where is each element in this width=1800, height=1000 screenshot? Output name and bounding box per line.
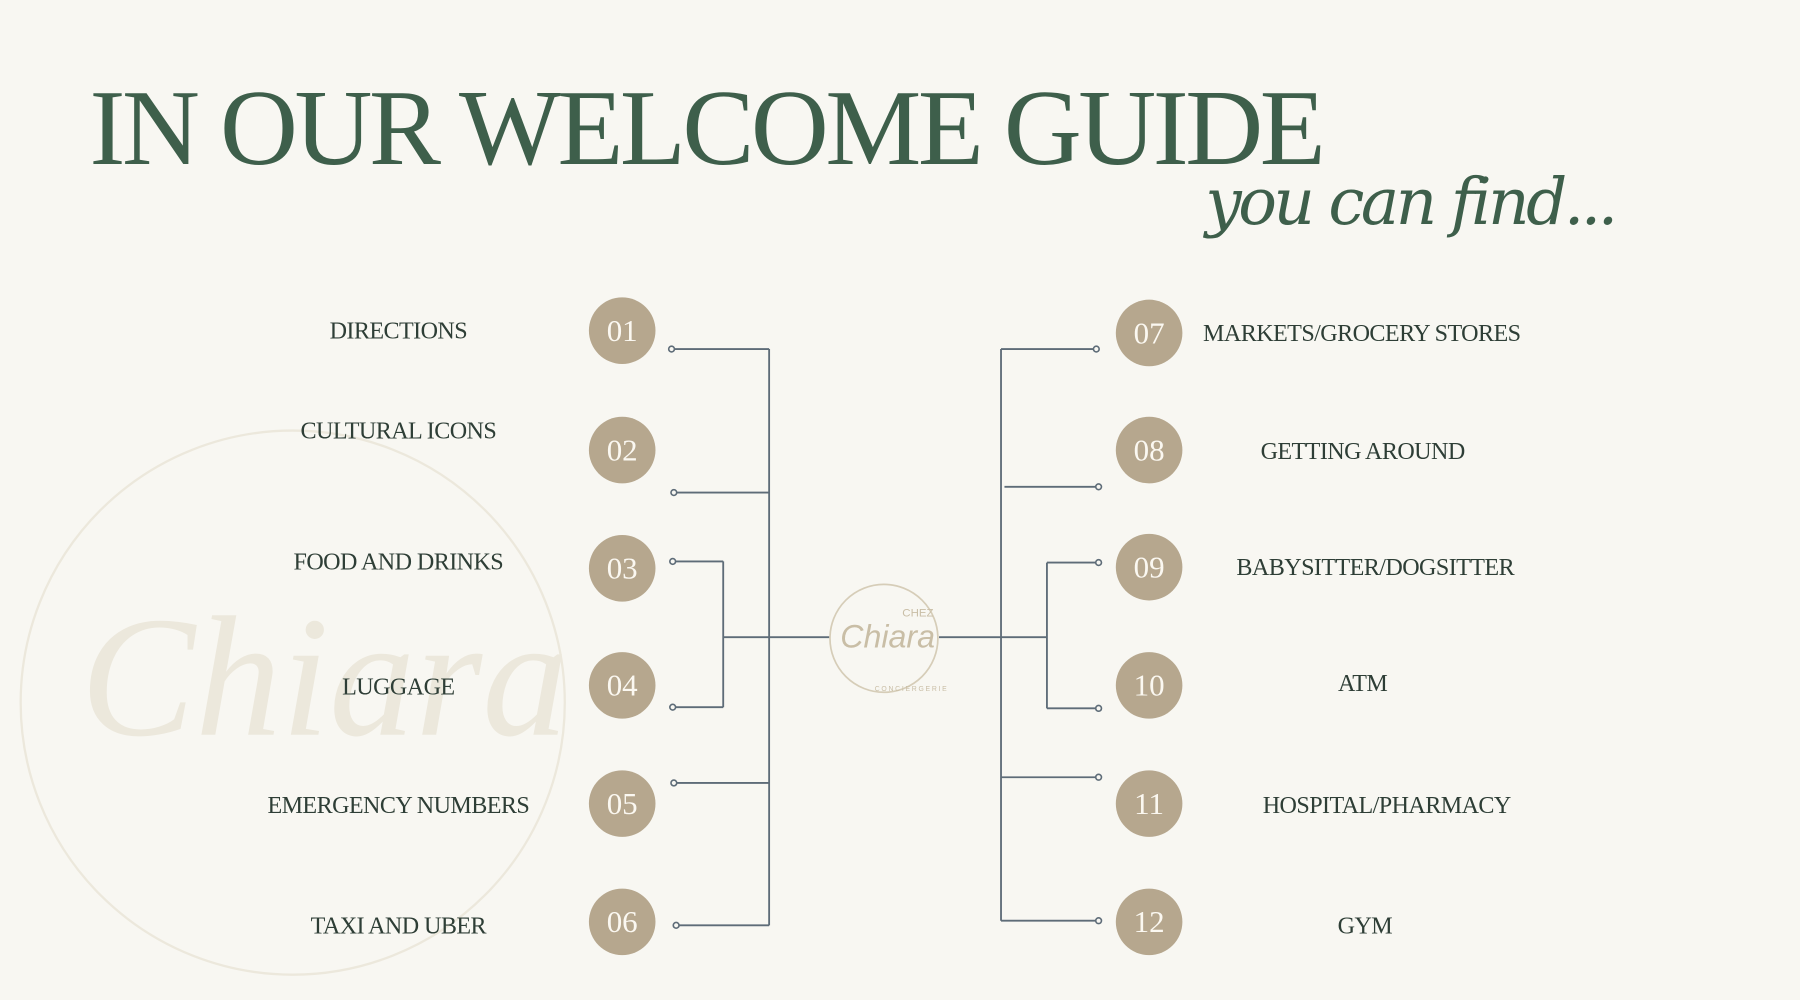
item-number: 06 — [607, 904, 638, 939]
left-items: DIRECTIONS 01 CULTURAL ICONS 02 FOOD AND D… — [267, 297, 656, 956]
guide-item-03: FOOD AND DRINKS 03 — [294, 535, 656, 602]
guide-item-11: 11 HOSPITAL/PHARMACY — [1115, 770, 1511, 837]
number-badge — [1115, 888, 1183, 956]
logo-name: Chiara — [840, 619, 935, 655]
item-label: HOSPITAL/PHARMACY — [1263, 793, 1511, 819]
item-number: 01 — [607, 313, 638, 348]
guide-item-02: CULTURAL ICONS 02 — [301, 416, 656, 484]
item-number: 05 — [607, 786, 638, 821]
item-label: GYM — [1338, 913, 1393, 939]
item-number: 02 — [607, 432, 638, 467]
watermark-logo: Chiara — [19, 429, 568, 976]
item-label: BABYSITTER/DOGSITTER — [1236, 555, 1515, 581]
item-number: 08 — [1134, 432, 1165, 467]
center-logo: CHEZ Chiara CONCIERGERIE — [829, 583, 949, 694]
page-title: IN OUR WELCOME GUIDE — [90, 69, 1323, 188]
item-number: 04 — [607, 668, 638, 703]
item-number: 10 — [1134, 668, 1165, 703]
item-number: 09 — [1134, 549, 1165, 584]
guide-item-05: EMERGENCY NUMBERS 05 — [267, 770, 656, 837]
guide-item-06: TAXI AND UBER 06 — [311, 888, 656, 956]
watermark-text: Chiara — [80, 583, 568, 773]
guide-item-01: DIRECTIONS 01 — [330, 297, 656, 364]
item-number: 03 — [607, 551, 638, 586]
right-items: 07 MARKETS/GROCERY STORES 08 GETTING AROUN… — [1115, 299, 1521, 956]
item-number: 07 — [1134, 315, 1165, 350]
item-label: TAXI AND UBER — [311, 913, 488, 939]
item-label: EMERGENCY NUMBERS — [267, 793, 529, 819]
page-subtitle: you can find... — [1202, 165, 1614, 240]
item-label: ATM — [1338, 671, 1387, 697]
item-number: 12 — [1134, 904, 1165, 939]
guide-item-09: 09 BABYSITTER/DOGSITTER — [1115, 533, 1516, 601]
item-label: LUGGAGE — [342, 675, 454, 701]
guide-item-12: 12 GYM — [1115, 888, 1393, 956]
number-badge — [1115, 299, 1183, 367]
number-badge — [1115, 652, 1183, 719]
connector-lines — [667, 345, 1103, 929]
number-badge — [588, 535, 656, 602]
item-label: GETTING AROUND — [1261, 439, 1465, 465]
number-badge — [588, 416, 656, 484]
number-badge — [1115, 533, 1183, 601]
number-badge — [1115, 416, 1183, 484]
number-badge — [588, 297, 656, 364]
guide-item-08: 08 GETTING AROUND — [1115, 416, 1465, 484]
logo-chez: CHEZ — [902, 608, 933, 620]
item-label: CULTURAL ICONS — [301, 419, 497, 445]
item-number: 11 — [1134, 786, 1164, 821]
guide-item-07: 07 MARKETS/GROCERY STORES — [1115, 299, 1521, 367]
item-label: MARKETS/GROCERY STORES — [1203, 321, 1520, 347]
number-badge — [588, 652, 656, 719]
item-label: FOOD AND DRINKS — [294, 549, 504, 575]
number-badge — [588, 770, 656, 837]
number-badge — [1115, 770, 1183, 837]
item-label: DIRECTIONS — [330, 319, 467, 345]
logo-conciergerie: CONCIERGERIE — [875, 686, 949, 693]
guide-item-04: LUGGAGE 04 — [342, 652, 656, 719]
guide-item-10: 10 ATM — [1115, 652, 1388, 719]
number-badge — [588, 888, 656, 956]
